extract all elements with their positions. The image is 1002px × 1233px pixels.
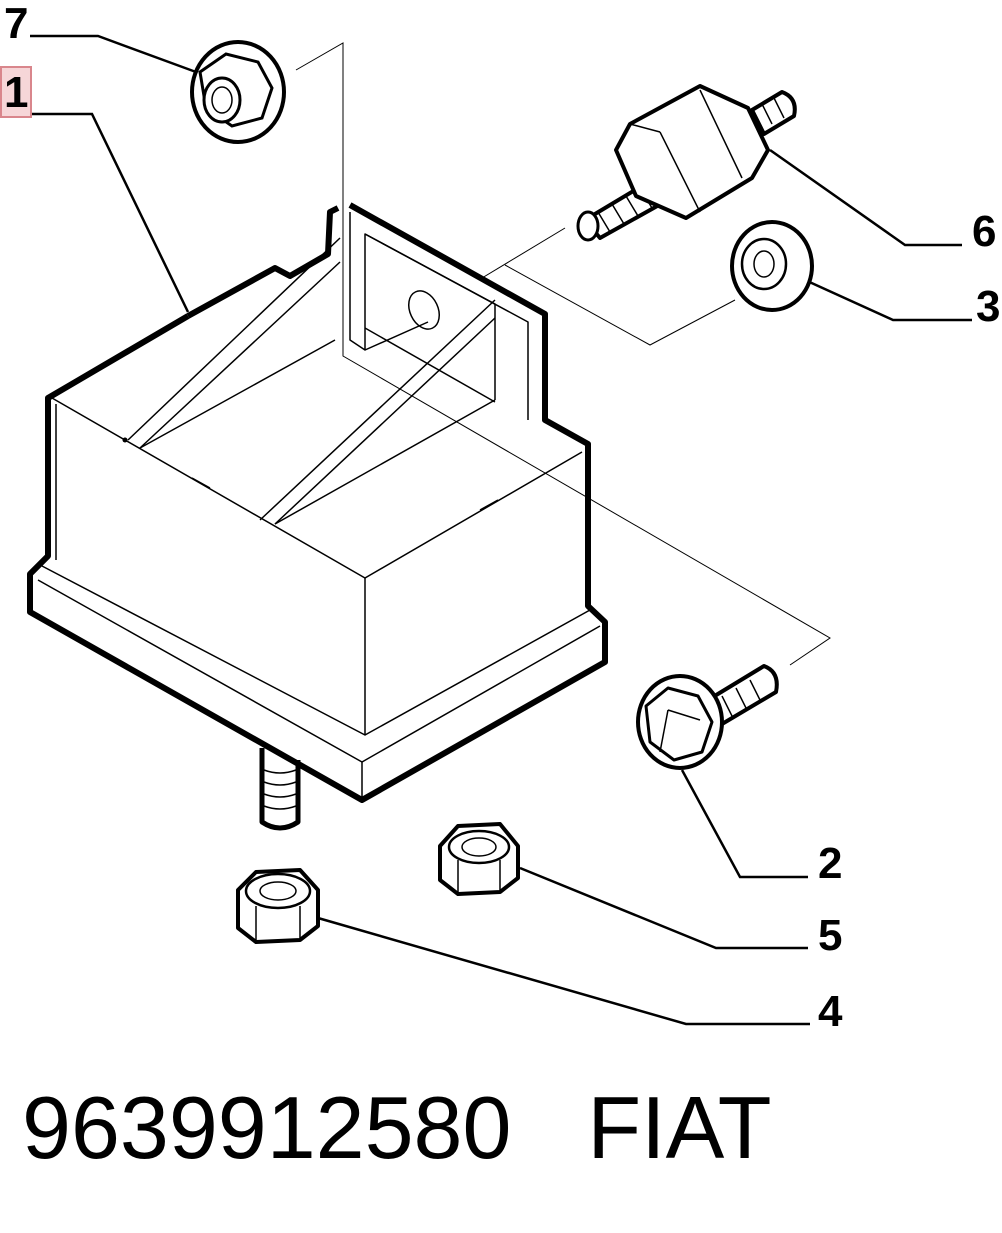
callout-1[interactable]: 1 xyxy=(0,66,32,118)
callout-2[interactable]: 2 xyxy=(818,839,843,888)
engine-mount-body xyxy=(30,205,605,828)
callout-4[interactable]: 4 xyxy=(818,987,843,1036)
hex-nut-4 xyxy=(238,870,318,942)
callout-3[interactable]: 3 xyxy=(976,282,1001,331)
flange-nut-7 xyxy=(192,42,284,142)
callout-6[interactable]: 6 xyxy=(972,207,997,256)
leader-lines xyxy=(30,36,972,1024)
threaded-stud-6 xyxy=(578,86,795,240)
hex-nut-5 xyxy=(440,824,518,894)
hex-flange-bolt-2 xyxy=(638,666,777,768)
exploded-parts-diagram xyxy=(0,0,1002,1040)
part-label: 9639912580 FIAT xyxy=(22,1078,772,1178)
part-number: 9639912580 xyxy=(22,1078,512,1177)
washer-nut-3 xyxy=(732,222,812,310)
brand-name: FIAT xyxy=(587,1078,772,1177)
leader-line-1 xyxy=(32,114,188,312)
leader-line-6 xyxy=(770,150,962,245)
leader-line-3 xyxy=(805,280,972,320)
leader-line-2 xyxy=(682,770,808,877)
callout-7[interactable]: 7 xyxy=(4,0,29,48)
callout-5[interactable]: 5 xyxy=(818,911,843,960)
leader-line-5 xyxy=(520,868,808,948)
assembly-guide-lines xyxy=(296,43,830,665)
leader-line-4 xyxy=(318,918,810,1024)
leader-line-7 xyxy=(30,36,196,72)
